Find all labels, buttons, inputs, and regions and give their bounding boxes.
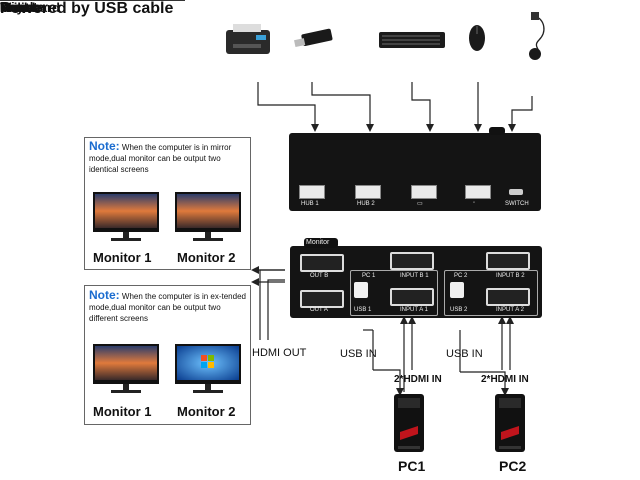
pc2-label: PC 2: [454, 273, 468, 279]
extended-monitor2-label: Monitor 2: [177, 404, 236, 419]
input-b2-label: INPUT B 2: [496, 273, 525, 279]
monitor-tag: Monitor: [306, 239, 330, 246]
input-a2-port: [486, 288, 530, 306]
pc1-tower-icon: [394, 394, 424, 452]
hub1-label: HUB 1: [301, 201, 319, 207]
pc1-label: PC1: [398, 458, 426, 474]
hdmi-in-label-1: 2*HDMI IN: [394, 374, 442, 385]
windows-logo-icon: [201, 355, 214, 368]
mirror-monitor2-label: Monitor 2: [177, 250, 236, 265]
page-title: Powered by USB cable: [0, 0, 174, 17]
extended-note-title: Note:: [89, 288, 120, 302]
usb-drive-icon: [294, 28, 333, 48]
usb2-label: USB 2: [450, 307, 468, 313]
hub2-label: HUB 2: [357, 201, 375, 207]
out-a-label: OUT A: [310, 307, 328, 313]
out-b-label: OUT B: [310, 273, 329, 279]
device-label-printer: Printer: [0, 0, 42, 15]
usb1-label: USB 1: [354, 307, 372, 313]
mirror-mode-note: Note: When the computer is in mirror mod…: [84, 137, 251, 270]
usb1-port: [354, 282, 368, 298]
keyboard-port-icon: ▭: [417, 201, 423, 207]
input-a1-label: INPUT A 1: [400, 307, 428, 313]
kvm-top-panel: HUB 1 HUB 2 ▭ ◦ SWITCH: [289, 127, 541, 211]
hdmi-out-label: HDMI OUT: [252, 347, 307, 359]
pc1-group-frame: [350, 270, 438, 316]
pc2-group-frame: [444, 270, 538, 316]
out-a-port: [300, 290, 344, 308]
pc1-label: PC 1: [362, 273, 376, 279]
out-b-port: [300, 254, 344, 272]
device-label-udisk: U disk: [0, 0, 40, 15]
printer-icon: [226, 24, 270, 54]
kvm-bottom-panel: Monitor OUT B OUT A PC 1 INPUT B 1 USB 1…: [290, 238, 542, 318]
hub2-port: [355, 185, 381, 199]
device-label-remote-line1: Wired: [0, 0, 34, 14]
input-b1-label: INPUT B 1: [400, 273, 429, 279]
switch-label: SWITCH: [505, 201, 529, 207]
usb-in-label-1: USB IN: [340, 348, 377, 360]
keyboard-port: [411, 185, 437, 199]
input-a2-label: INPUT A 2: [496, 307, 524, 313]
mouse-port: [465, 185, 491, 199]
remote-jack: [489, 127, 505, 135]
input-a1-port: [390, 288, 434, 306]
extended-monitors-illustration: [93, 344, 241, 393]
hub1-port: [299, 185, 325, 199]
input-b2-port: [486, 252, 530, 270]
mirror-monitor1-label: Monitor 1: [93, 250, 152, 265]
extended-monitor1-label: Monitor 1: [93, 404, 152, 419]
extended-note-text: When the computer is in ex-tended mode,d…: [89, 292, 246, 323]
device-label-remote-line2: Remote: [0, 0, 45, 14]
monitor-tab: [304, 238, 338, 248]
mouse-port-icon: ◦: [473, 200, 476, 206]
title-underline: [0, 0, 185, 1]
pc2-label: PC2: [499, 458, 527, 474]
device-label-mouse: Mouse: [0, 0, 42, 15]
input-b1-port: [390, 252, 434, 270]
mouse-icon: [469, 25, 485, 51]
usb-in-label-2: USB IN: [446, 348, 483, 360]
device-label-keyboard: Keyboard: [0, 0, 60, 15]
mirror-monitors-illustration: [93, 192, 241, 241]
hdmi-in-label-2: 2*HDMI IN: [481, 374, 529, 385]
pc2-tower-icon: [495, 394, 525, 452]
wired-remote-icon: [529, 12, 545, 60]
switch-port: [509, 189, 523, 195]
usb2-port: [450, 282, 464, 298]
keyboard-icon: [379, 32, 445, 48]
mirror-note-text: When the computer is in mirror mode,dual…: [89, 143, 232, 174]
mirror-note-title: Note:: [89, 139, 120, 153]
extended-mode-note: Note: When the computer is in ex-tended …: [84, 285, 251, 425]
